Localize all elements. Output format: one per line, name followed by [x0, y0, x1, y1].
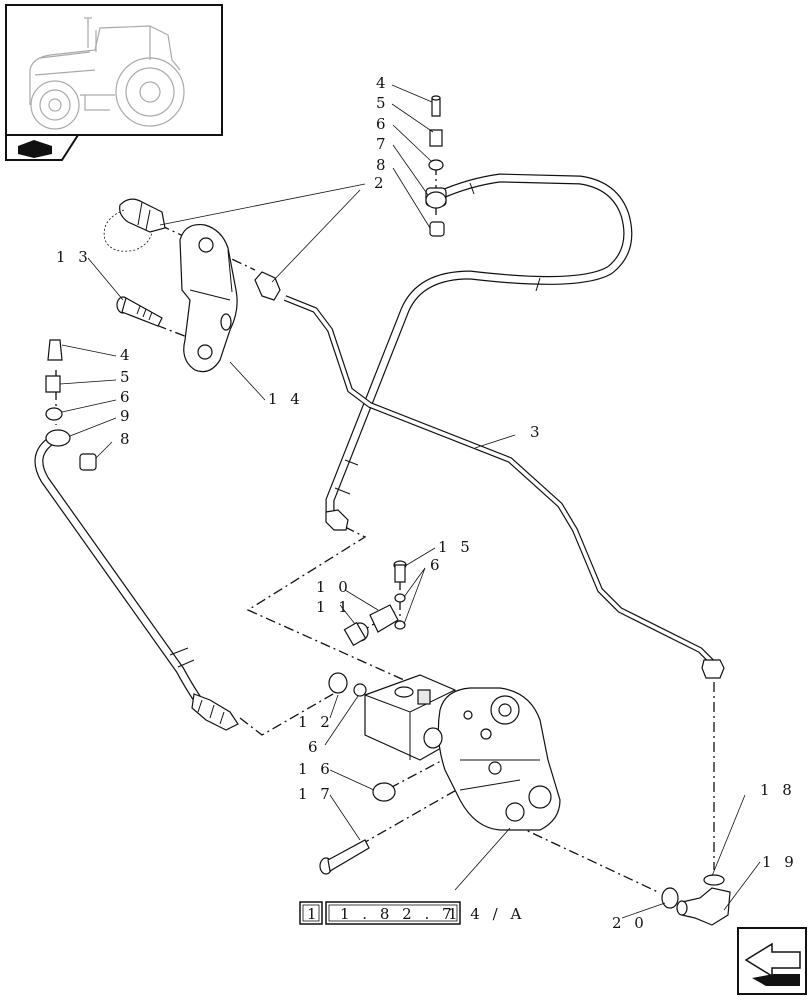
callout-2[interactable]: 2 — [374, 174, 388, 192]
hydraulic-pump — [423, 687, 561, 831]
callout-6-low[interactable]: 6 — [308, 738, 322, 756]
bracket-fitting — [254, 271, 281, 301]
callout-15[interactable]: 1 5 — [438, 538, 474, 556]
left-fittings — [45, 339, 97, 471]
callout-3[interactable]: 3 — [530, 423, 544, 441]
callout-18[interactable]: 1 8 — [760, 781, 796, 799]
pipe-3 — [283, 295, 725, 679]
callout-7-top[interactable]: 7 — [376, 135, 390, 153]
callout-16[interactable]: 1 6 — [298, 760, 334, 778]
callout-4-top[interactable]: 4 — [376, 74, 390, 92]
callout-19[interactable]: 1 9 — [762, 853, 798, 871]
pipe-3-end-fitting — [701, 659, 725, 679]
callout-8-left[interactable]: 8 — [120, 430, 134, 448]
leader-lines — [59, 84, 761, 919]
top-fittings — [425, 95, 447, 237]
hose-9 — [34, 429, 239, 731]
callout-6-top[interactable]: 6 — [376, 115, 390, 133]
bolt-17 — [319, 839, 370, 875]
o-ring-18 — [703, 874, 725, 886]
next-page-arrow-icon[interactable] — [737, 927, 807, 995]
quick-coupler — [103, 198, 166, 252]
callout-20[interactable]: 2 0 — [612, 914, 648, 932]
reference-code-text: 1 . 8 2 . 7 — [340, 905, 456, 923]
callout-10[interactable]: 1 0 — [316, 578, 352, 596]
plug-16 — [372, 782, 396, 802]
callouts: 4 5 6 7 8 2 1 3 1 4 3 4 5 6 9 8 1 5 6 1 … — [56, 74, 798, 932]
hose-2 — [325, 173, 633, 531]
callout-9-left[interactable]: 9 — [120, 407, 134, 425]
o-ring-20 — [661, 887, 679, 909]
callout-5-left[interactable]: 5 — [120, 368, 134, 386]
callout-14[interactable]: 1 4 — [268, 390, 304, 408]
section-tab-icon[interactable] — [5, 134, 80, 161]
callout-13[interactable]: 1 3 — [56, 248, 92, 266]
adapter-10-11 — [343, 604, 399, 647]
hose-9-fitting — [191, 693, 239, 731]
reference-suffix: 1 4 / A — [448, 905, 525, 923]
callout-11[interactable]: 1 1 — [316, 598, 352, 616]
hose-2-lower-fitting — [325, 509, 349, 531]
callout-17[interactable]: 1 7 — [298, 785, 334, 803]
callout-5-top[interactable]: 5 — [376, 94, 390, 112]
plug-12 — [328, 672, 367, 697]
reference-code: 1 1 . 8 2 . 7 1 4 / A — [299, 901, 525, 925]
bolt-13 — [116, 296, 163, 327]
callout-8-top[interactable]: 8 — [376, 156, 390, 174]
bracket-14 — [179, 223, 238, 373]
callout-6-mid[interactable]: 6 — [430, 556, 444, 574]
tractor-thumbnail-icon[interactable] — [5, 4, 223, 136]
callout-6-left[interactable]: 6 — [120, 388, 134, 406]
callout-12[interactable]: 1 2 — [298, 713, 334, 731]
callout-4-left[interactable]: 4 — [120, 346, 134, 364]
reference-box-number: 1 — [307, 905, 321, 923]
elbow-19 — [676, 887, 731, 926]
